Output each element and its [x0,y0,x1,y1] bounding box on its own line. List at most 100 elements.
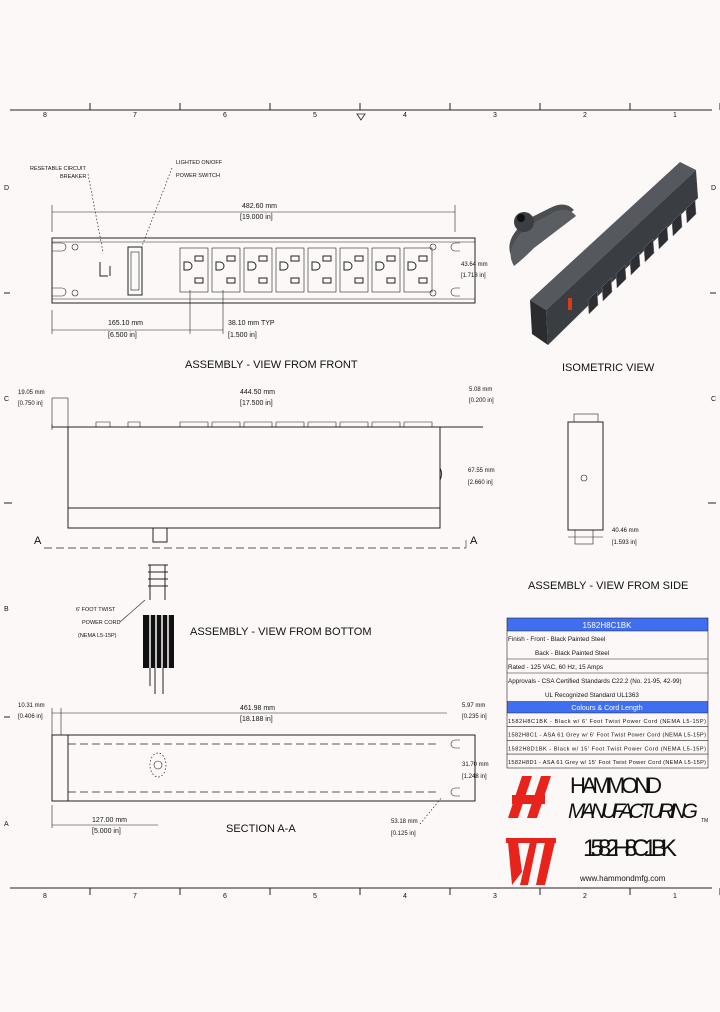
outlet-slot [418,255,428,262]
variant-row: 1582H8D1BK - Black w/ 15' Foot Twist Pow… [508,746,706,752]
outlet-slot [258,255,268,262]
dim-height-in: [1.718 in] [461,273,486,279]
company-name: HAMMOND [570,773,662,798]
switch-callout: LIGHTED ON/OFF [176,160,223,166]
zone-row-label: C [711,396,716,403]
switch-indicator [568,298,572,310]
dim-depth-in: [2.660 in] [468,480,493,486]
outlet-ground [311,261,321,271]
center-mark-icon [356,113,366,121]
dim-depth: 67.55 mm [468,468,495,474]
zone-row-label: A [4,821,9,828]
dim-length: 461.98 mm [240,705,275,712]
view-title: ASSEMBLY - VIEW FROM FRONT [185,359,358,371]
trademark: TM [701,818,708,824]
cord-callout: (NEMA L5-15P) [78,633,117,639]
iso-outlet [601,277,613,302]
outlet-frame [243,247,273,293]
view-title: ISOMETRIC VIEW [562,362,655,374]
outlet-slot [290,255,300,262]
title-block: HAMMOND MANUFACTURING TM 1582H8C1BK www.… [506,773,708,885]
dim-offset-in: [6.500 in] [108,332,137,339]
outlet [371,247,401,293]
outlet [243,247,273,293]
outlet [179,247,209,293]
power-strip-front [546,170,698,345]
dim-width: 482.60 mm [242,203,277,210]
dim-length-in: [18.188 in] [240,716,273,723]
outlet-slot [226,277,236,284]
zone-column-label: 7 [133,112,137,119]
outlet-slot [354,277,364,284]
outlet [307,247,337,293]
outlet-slot [290,277,300,284]
zone-column-label: 1 [673,112,677,119]
hammond-logo [506,776,556,885]
iso-outlet [685,199,697,224]
zone-row-label: C [4,396,9,403]
front-view: RESETABLE CIRCUIT BREAKER LIGHTED ON/OFF… [30,160,488,371]
spec-row: Approvals - CSA Certified Standards C22.… [508,678,682,685]
side-dim: 40.46 mm [612,528,639,534]
iso-outlet [671,212,683,237]
dim-end: 5.08 mm [469,387,492,393]
zone-column-label: 4 [403,112,407,119]
dim-pitch: 38.10 mm TYP [228,320,275,327]
view-title: ASSEMBLY - VIEW FROM BOTTOM [190,626,372,638]
dim-height: 43.64 mm [461,262,488,268]
outlet-slot [194,255,204,262]
switch-profile [95,421,141,427]
iso-outlet [615,264,627,289]
iso-outlet [629,251,641,276]
iso-outlet [657,225,669,250]
outlet-ground [375,261,385,271]
outlet-profile [211,421,241,427]
outlet-ground [407,261,417,271]
outlet-profile [339,421,369,427]
switch-callout: POWER SWITCH [176,173,220,179]
dim-slot-in: [0.125 in] [391,831,416,837]
cord-callout: POWER CORD [82,620,121,626]
dim-end-in: [0.200 in] [469,398,494,404]
outlet-frame [275,247,305,293]
section-view: 10.31 mm [0.406 in] 461.98 mm [18.188 in… [18,703,489,837]
dim-length: 444.50 mm [240,389,275,396]
website: www.hammondmfg.com [579,874,666,883]
zone-row-label: B [4,606,9,613]
outlet-slot [322,277,332,284]
outlet [211,247,241,293]
outlet-slot [386,277,396,284]
outlet-slot [322,255,332,262]
spec-row: UL Recognized Standard UL1363 [545,692,639,699]
part-number: 1582H8C1BK [583,835,677,862]
outlet [403,247,433,293]
zone-row-label: D [711,185,716,192]
outlet-ground [183,261,193,271]
dim-flange: 19.05 mm [18,390,45,396]
side-dim-in: [1.593 in] [612,540,637,546]
dim-right-in: [0.235 in] [462,714,487,720]
dim-width-in: [19.000 in] [240,214,273,221]
variant-row: 1582H8C1BK - Black w/ 6' Foot Twist Powe… [508,719,706,725]
isometric-view: ISOMETRIC VIEW [509,162,698,374]
dim-offset: 127.00 mm [92,817,127,824]
outlet-frame [339,247,369,293]
outlet-frame [211,247,241,293]
zone-column-label: 2 [583,112,587,119]
spec-row: Back - Black Painted Steel [535,650,609,657]
plug-body [143,615,174,668]
outlet-frame [371,247,401,293]
outlet-frame [403,247,433,293]
variant-row: 1582H8D1 - ASA 61 Grey w/ 15' Foot Twist… [508,760,706,766]
zone-column-label: 3 [493,893,497,900]
outlet-profile [243,421,273,427]
zone-column-label: 7 [133,893,137,900]
spec-row: Finish - Front - Black Painted Steel [508,636,605,643]
zone-column-label: 3 [493,112,497,119]
outlet-ground [247,261,257,271]
outlet-profile [275,421,305,427]
zone-column-label: 8 [43,112,47,119]
outlet-frame [307,247,337,293]
